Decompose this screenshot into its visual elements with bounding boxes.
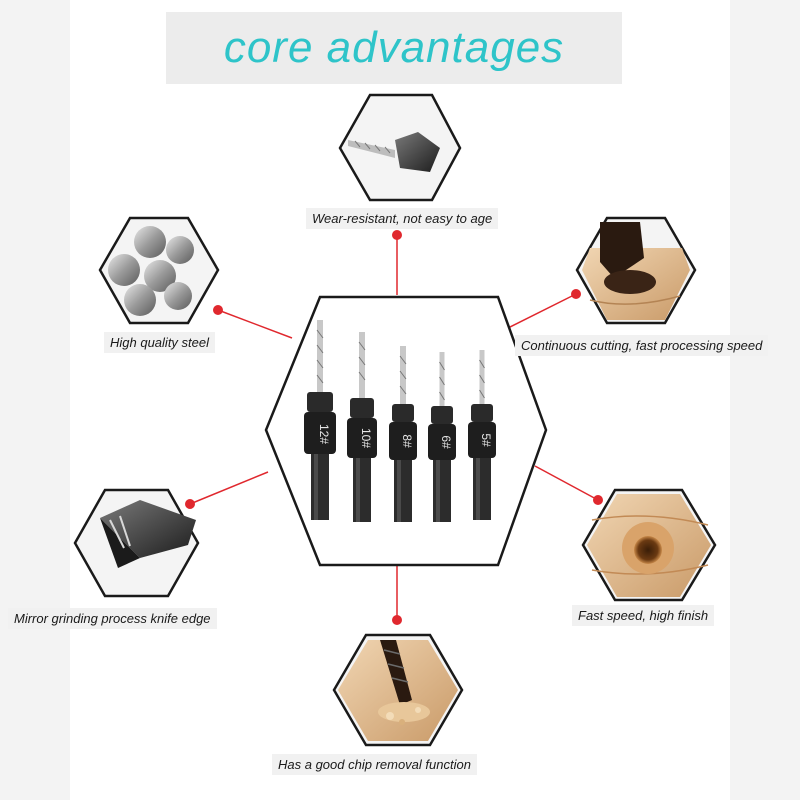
feature-hexagon-cutting	[575, 216, 697, 325]
bit-size-label-4: 6#	[439, 435, 453, 449]
caption-steel: High quality steel	[104, 332, 215, 353]
countersunk-hole-icon	[587, 494, 711, 597]
feature-hexagon-grinding	[73, 488, 200, 598]
page-title: core advantages	[223, 23, 565, 72]
connector-dot-bottom	[392, 615, 402, 625]
connector-dot-finish	[593, 495, 603, 505]
connector-dot-cutting	[571, 289, 581, 299]
caption-grinding: Mirror grinding process knife edge	[8, 608, 217, 629]
feature-hexagon-chip	[332, 633, 464, 747]
feature-hexagon-wear	[338, 93, 462, 202]
center-hexagon: 12# 10# 8# 6# 5#	[264, 295, 548, 567]
bit-size-label-3: 8#	[400, 434, 414, 448]
cutter-edge-icon	[100, 500, 196, 568]
drill-bit-closeup-icon	[348, 132, 440, 172]
feature-hexagon-steel	[98, 216, 220, 325]
steel-rods-icon	[108, 226, 194, 316]
bit-size-label-1: 12#	[317, 424, 331, 444]
caption-wear: Wear-resistant, not easy to age	[306, 208, 499, 229]
connector-dots	[185, 230, 603, 625]
caption-cutting: Continuous cutting, fast processing spee…	[515, 335, 769, 356]
wood-chips-icon	[338, 640, 458, 741]
connector-line-finish	[534, 465, 599, 501]
left-background-band	[0, 0, 70, 800]
connector-dot-top	[392, 230, 402, 240]
connector-line-cutting	[499, 293, 577, 333]
connectors	[189, 235, 599, 620]
bit-size-label-2: 10#	[359, 428, 373, 448]
connector-line-steel	[217, 309, 293, 339]
bit-size-label-5: 5#	[479, 433, 493, 447]
caption-chip: Has a good chip removal function	[272, 754, 477, 775]
connector-dot-steel	[213, 305, 223, 315]
countersink-drill-bit-set-icon: 12# 10# 8# 6# 5#	[304, 320, 496, 522]
connector-dot-grinding	[185, 499, 195, 509]
connector-line-grinding	[189, 471, 269, 505]
caption-finish: Fast speed, high finish	[572, 605, 715, 626]
feature-hexagon-finish	[581, 488, 717, 602]
right-background-band	[730, 0, 800, 800]
title-banner: core advantages	[166, 12, 622, 84]
drilling-wood-icon	[582, 222, 690, 320]
